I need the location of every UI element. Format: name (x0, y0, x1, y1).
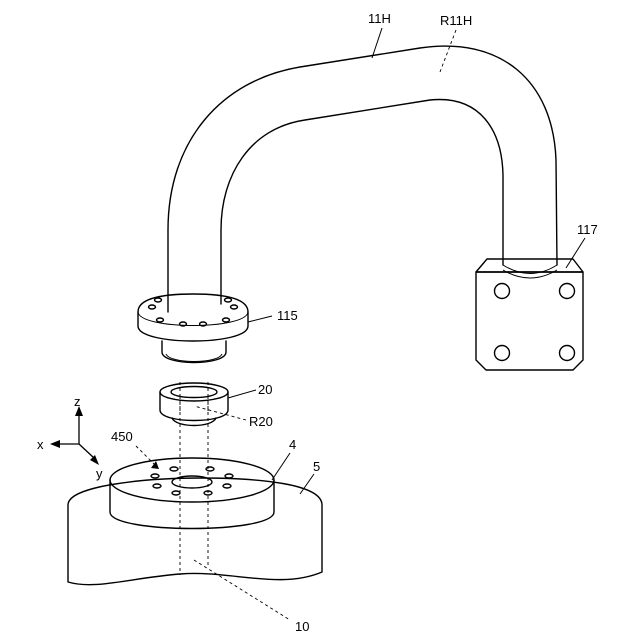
y-axis-arrowhead (90, 455, 99, 465)
plate-hole (223, 484, 231, 488)
plate-hole (151, 474, 159, 478)
y-axis-label: y (96, 466, 103, 481)
block-top-face (476, 259, 583, 272)
flange (138, 294, 248, 363)
base-outline (68, 478, 322, 585)
flange-body (138, 312, 248, 341)
label-117: 117 (577, 222, 598, 237)
ring-top-inner (171, 387, 217, 398)
label-115: 115 (277, 308, 298, 323)
leader-11H (372, 28, 382, 58)
plate-body (110, 480, 274, 529)
leader-117 (566, 238, 585, 268)
leader-R11H (440, 30, 456, 72)
label-R11H: R11H (440, 13, 472, 28)
flange-hole (149, 305, 156, 309)
leader-4 (272, 453, 290, 480)
bolt-hole-top-right (560, 284, 575, 299)
mounting-plate (110, 458, 274, 529)
plate-hole (153, 484, 161, 488)
plate-hole (225, 474, 233, 478)
plate-hole (206, 467, 214, 471)
label-10: 10 (295, 619, 309, 634)
x-axis-label: x (37, 437, 44, 452)
z-axis-label: z (74, 394, 81, 409)
y-axis-line (79, 444, 94, 458)
block-front-face (476, 272, 583, 370)
label-11H: 11H (368, 11, 391, 26)
ring-body (160, 392, 228, 421)
label-4: 4 (289, 437, 296, 452)
ring-top-outer (160, 383, 228, 401)
label-5: 5 (313, 459, 320, 474)
label-450: 450 (111, 429, 133, 444)
leader-20 (228, 390, 256, 398)
leader-10 (194, 560, 290, 620)
plate-hole (172, 491, 180, 495)
bolt-hole-top-left (495, 284, 510, 299)
label-20: 20 (258, 382, 272, 397)
leader-115 (248, 316, 272, 322)
flange-hole (200, 322, 207, 326)
label-R20: R20 (249, 414, 273, 429)
plate-hole (170, 467, 178, 471)
leader-lines (136, 28, 585, 620)
flange-hole (157, 318, 164, 322)
seal-ring (160, 383, 228, 426)
flange-front-arc (138, 312, 248, 326)
flange-hole (180, 322, 187, 326)
leader-450-arrowhead (151, 461, 159, 469)
leader-R20 (194, 406, 246, 420)
flange-hole (225, 298, 232, 302)
x-axis-arrowhead (50, 440, 60, 448)
coordinate-axes: z x y (37, 394, 103, 481)
flange-hole (223, 318, 230, 322)
flange-hole (231, 305, 238, 309)
base-cylinder (68, 478, 322, 585)
leader-5 (300, 474, 314, 494)
flange-hole (155, 298, 162, 302)
bolt-hole-bottom-left (495, 346, 510, 361)
flange-spigot (162, 341, 226, 363)
bolt-hole-bottom-right (560, 346, 575, 361)
pipe-inner-edge (221, 100, 503, 304)
square-block (476, 259, 583, 370)
